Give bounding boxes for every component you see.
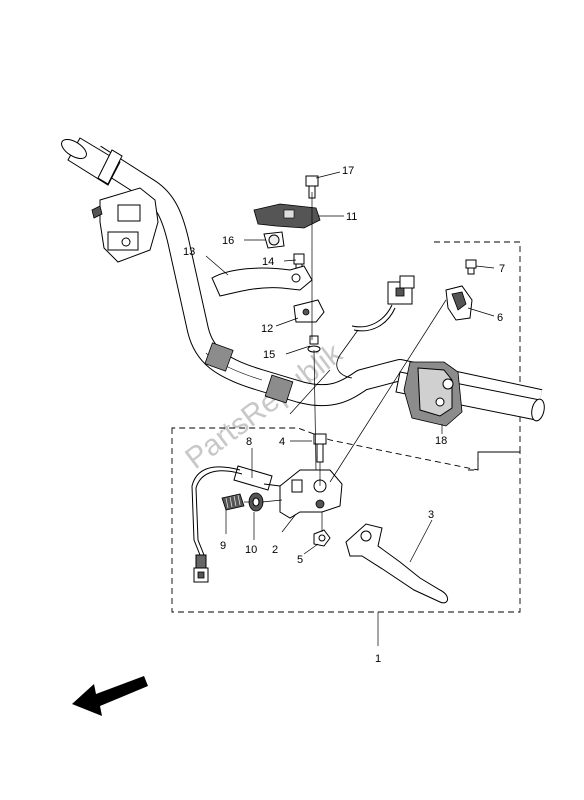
clutch-lever-3 xyxy=(345,523,448,604)
bracket-11 xyxy=(253,203,321,229)
callout-16: 16 xyxy=(222,235,234,247)
adjuster-9 xyxy=(221,493,245,511)
handlebar-switch xyxy=(403,361,463,427)
assembly-box-main xyxy=(171,427,521,613)
locknut-10 xyxy=(248,492,264,512)
lever-holder-2 xyxy=(279,469,343,519)
callout-15: 15 xyxy=(263,349,275,361)
knurl-band-left xyxy=(204,342,234,372)
callout-6: 6 xyxy=(497,312,503,324)
callout-7: 7 xyxy=(499,263,505,275)
clamp-6 xyxy=(445,285,473,321)
handlebar xyxy=(89,145,543,411)
knurl-band-right xyxy=(264,374,294,404)
callout-8: 8 xyxy=(246,436,252,448)
front-direction-arrow-icon xyxy=(72,676,148,716)
screw-15 xyxy=(307,335,321,353)
callout-12: 12 xyxy=(261,323,273,335)
clamp-12 xyxy=(293,299,325,323)
callout-3: 3 xyxy=(428,509,434,521)
wire-harness-upper xyxy=(336,275,415,379)
callout-18: 18 xyxy=(435,435,447,447)
callout-1: 1 xyxy=(375,653,381,665)
callout-17: 17 xyxy=(342,165,354,177)
callout-10: 10 xyxy=(245,544,257,556)
callout-labels: 1 2 3 4 5 6 7 8 9 10 11 12 13 14 15 16 1… xyxy=(183,165,505,665)
callout-5: 5 xyxy=(297,554,303,566)
callout-2: 2 xyxy=(272,544,278,556)
callout-11: 11 xyxy=(346,211,357,223)
callout-13: 13 xyxy=(183,246,195,258)
screw-7 xyxy=(465,259,477,275)
clutch-switch-8 xyxy=(191,465,281,583)
lever-13 xyxy=(211,265,313,297)
knob-16 xyxy=(263,231,285,249)
assembly-box-switch xyxy=(434,241,521,471)
nut-5 xyxy=(313,529,331,547)
assembly-lines xyxy=(244,192,447,532)
left-perch-assembly xyxy=(91,187,159,263)
callout-9: 9 xyxy=(220,540,226,552)
leader-lines xyxy=(205,171,495,646)
callout-4: 4 xyxy=(279,436,285,448)
callout-14: 14 xyxy=(262,256,274,268)
left-grip xyxy=(61,137,123,186)
